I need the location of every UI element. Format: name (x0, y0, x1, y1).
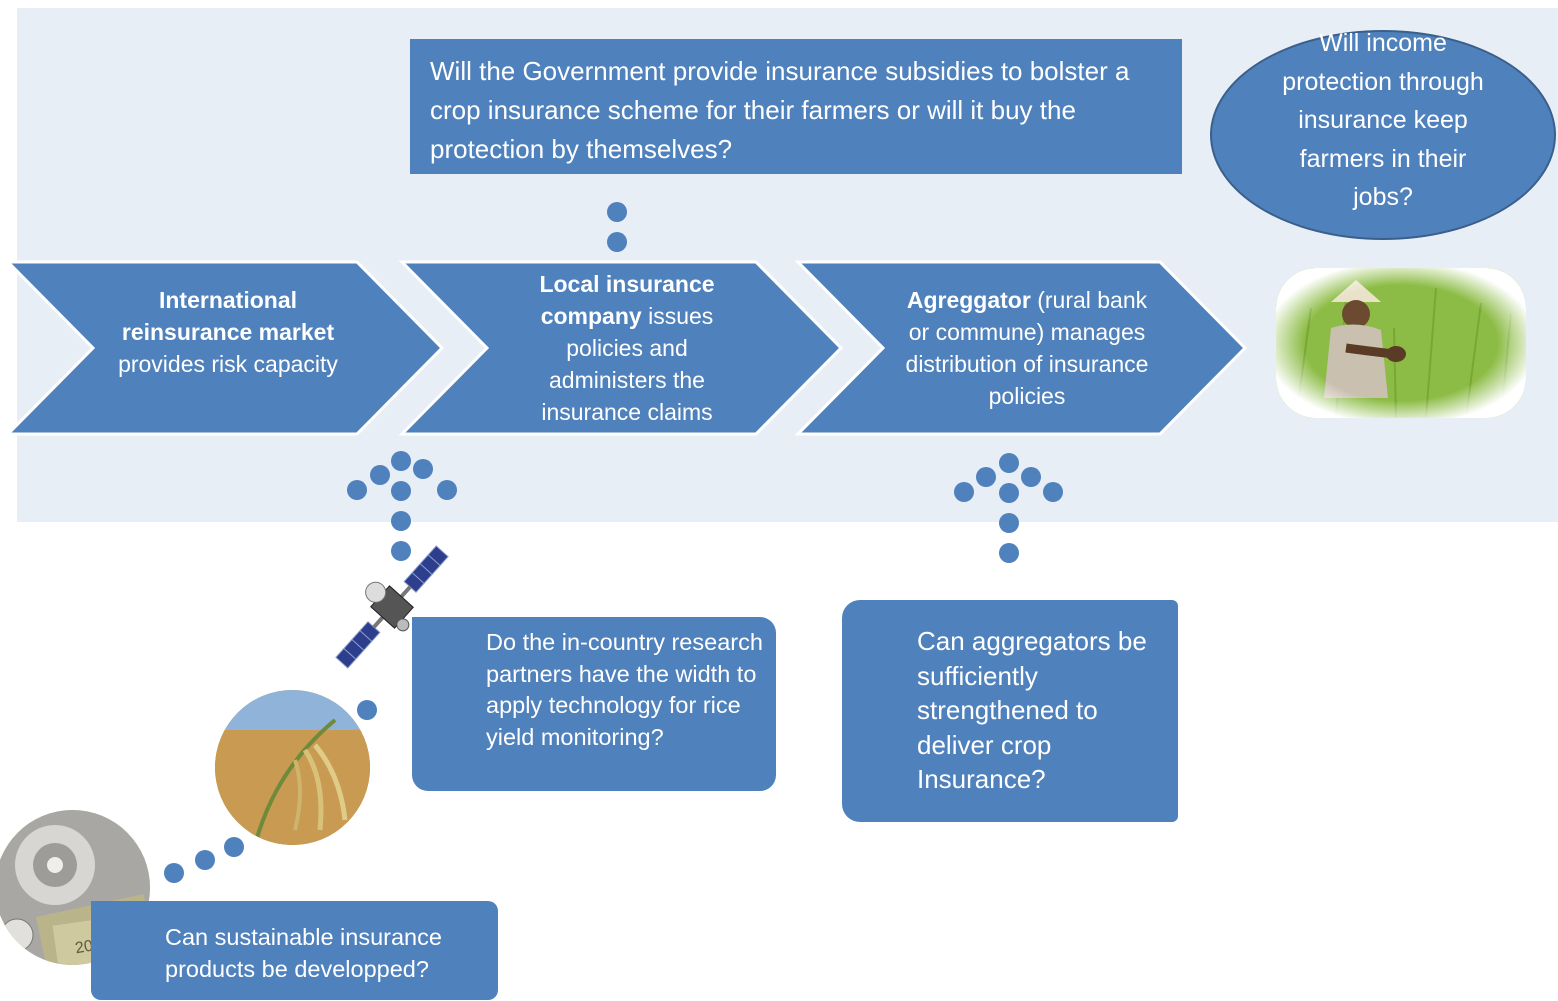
products-question-text: Can sustainable insurance products be de… (165, 924, 442, 982)
government-question-text: Will the Government provide insurance su… (430, 56, 1130, 164)
chevron-reinsurance-bold: International reinsurance market (121, 287, 335, 345)
dot (607, 232, 627, 252)
dot (195, 850, 215, 870)
chevron-local-insurer-bold: Local insurance company (539, 271, 715, 329)
dot (607, 202, 627, 222)
chevron-aggregator-text: Agreggator (rural bank or commune) manag… (894, 284, 1160, 412)
dot (164, 863, 184, 883)
dotted-arrow-left (347, 451, 457, 561)
chevron-reinsurance (4, 260, 445, 436)
chevron-local-insurer-rest: issues policies and administers the insu… (541, 303, 714, 425)
chevron-aggregator (794, 260, 1248, 436)
dot (357, 700, 377, 720)
aggregators-question-callout: Can aggregators be sufficiently strength… (842, 600, 1178, 822)
research-question-callout: Do the in-country research partners have… (412, 617, 776, 791)
chevron-local-insurer (398, 260, 844, 436)
products-question-callout: Can sustainable insurance products be de… (91, 901, 498, 1000)
chevron-reinsurance-rest: provides risk capacity (118, 351, 338, 377)
chevron-local-insurer-text: Local insurance company issues policies … (515, 268, 739, 428)
chevron-aggregator-bold: Agreggator (906, 287, 1031, 313)
research-question-text: Do the in-country research partners have… (486, 629, 763, 750)
income-protection-oval: Will income protection through insurance… (1210, 29, 1556, 240)
dotted-arrow-right (954, 453, 1063, 563)
farmer-photo (1276, 268, 1526, 418)
income-protection-text: Will income protection through insurance… (1282, 29, 1484, 211)
government-question-box: Will the Government provide insurance su… (410, 39, 1182, 174)
dot (224, 837, 244, 857)
rice-illustration (215, 690, 370, 845)
satellite-icon (335, 545, 449, 669)
svg-text:20: 20 (74, 937, 95, 957)
aggregators-question-text: Can aggregators be sufficiently strength… (917, 626, 1147, 794)
chevron-reinsurance-text: International reinsurance market provide… (97, 284, 359, 380)
chevron-aggregator-rest: (rural bank or commune) manages distribu… (905, 287, 1149, 409)
rice-photo (215, 690, 370, 845)
farmer-illustration (1276, 268, 1526, 418)
